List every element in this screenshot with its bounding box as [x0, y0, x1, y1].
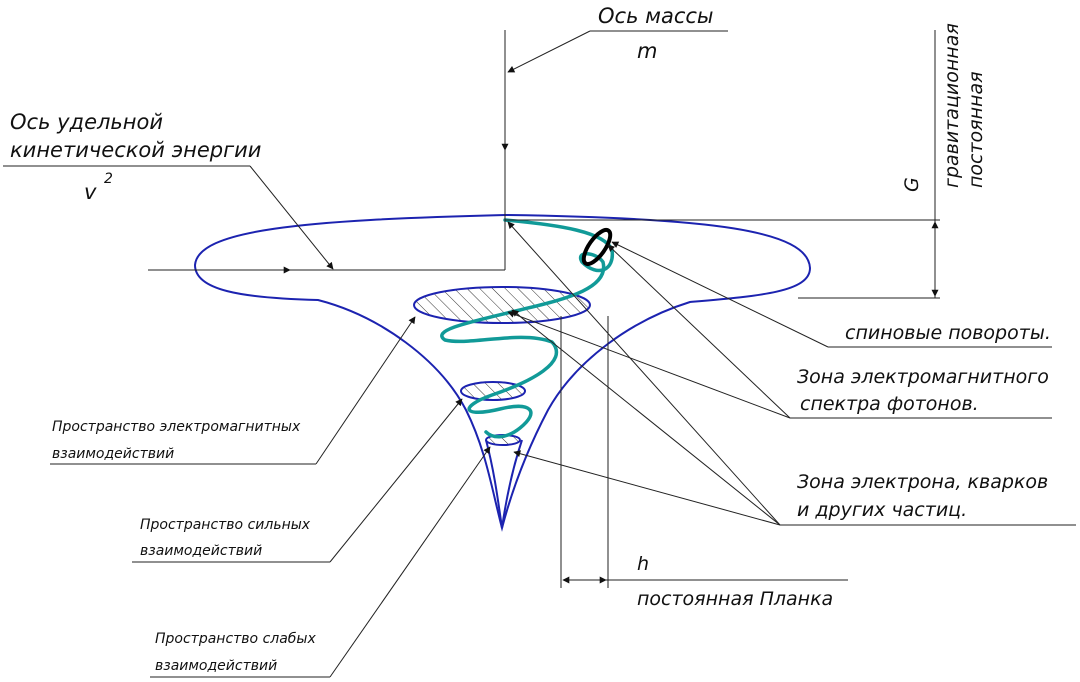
- electron-zone-label-1: Зона электрона, кварков: [797, 471, 1048, 493]
- energy-power: 2: [104, 171, 113, 187]
- spiral-path: [440, 218, 614, 439]
- planck-label: постоянная Планка: [637, 588, 833, 610]
- mass-axis-label: Ось массы: [598, 4, 714, 28]
- space-strong-label-2: взаимодействий: [140, 543, 262, 559]
- mass-symbol: m: [637, 39, 657, 63]
- electron-leader-2: [511, 309, 781, 526]
- space-weak-label-2: взаимодействий: [155, 658, 277, 674]
- space-weak-label-1: Пространство слабых: [155, 631, 316, 647]
- em-zone-leader-1: [607, 244, 791, 419]
- energy-leader: [249, 165, 334, 270]
- space-weak-leader: [329, 446, 491, 678]
- space-strong-leader: [329, 398, 463, 563]
- electron-leader-3: [513, 450, 781, 526]
- em-zone-label-2: спектра фотонов.: [800, 393, 979, 415]
- funnel-inner-right: [501, 439, 523, 529]
- strong-zone-ellipse: [460, 381, 526, 401]
- mass-leader: [507, 30, 591, 73]
- energy-axis-label-1: Ось удельной: [10, 110, 163, 134]
- energy-axis-label-2: кинетической энергии: [10, 138, 261, 162]
- space-em-leader: [315, 316, 416, 465]
- em-zone-label-1: Зона электромагнитного: [797, 366, 1049, 388]
- grav-symbol: G: [901, 177, 923, 192]
- space-em-label-2: взаимодействий: [52, 446, 174, 462]
- funnel-outline: [193, 213, 812, 532]
- electron-leader-1: [507, 221, 781, 526]
- em-zone-leader-2: [507, 310, 791, 419]
- grav-label-2: постоянная: [965, 71, 987, 188]
- planck-symbol: h: [637, 553, 649, 575]
- space-strong-label-1: Пространство сильных: [140, 517, 311, 533]
- spin-label: спиновые повороты.: [845, 322, 1051, 344]
- em-zone-ellipse: [413, 286, 591, 324]
- spin-leader: [611, 241, 829, 348]
- space-em-label-1: Пространство электромагнитных: [52, 419, 301, 435]
- energy-symbol: v: [84, 180, 97, 204]
- funnel-inner-left: [485, 439, 503, 529]
- grav-label-1: гравитационная: [941, 23, 963, 188]
- spin-ring: [581, 227, 613, 267]
- electron-zone-label-2: и других частиц.: [797, 499, 967, 521]
